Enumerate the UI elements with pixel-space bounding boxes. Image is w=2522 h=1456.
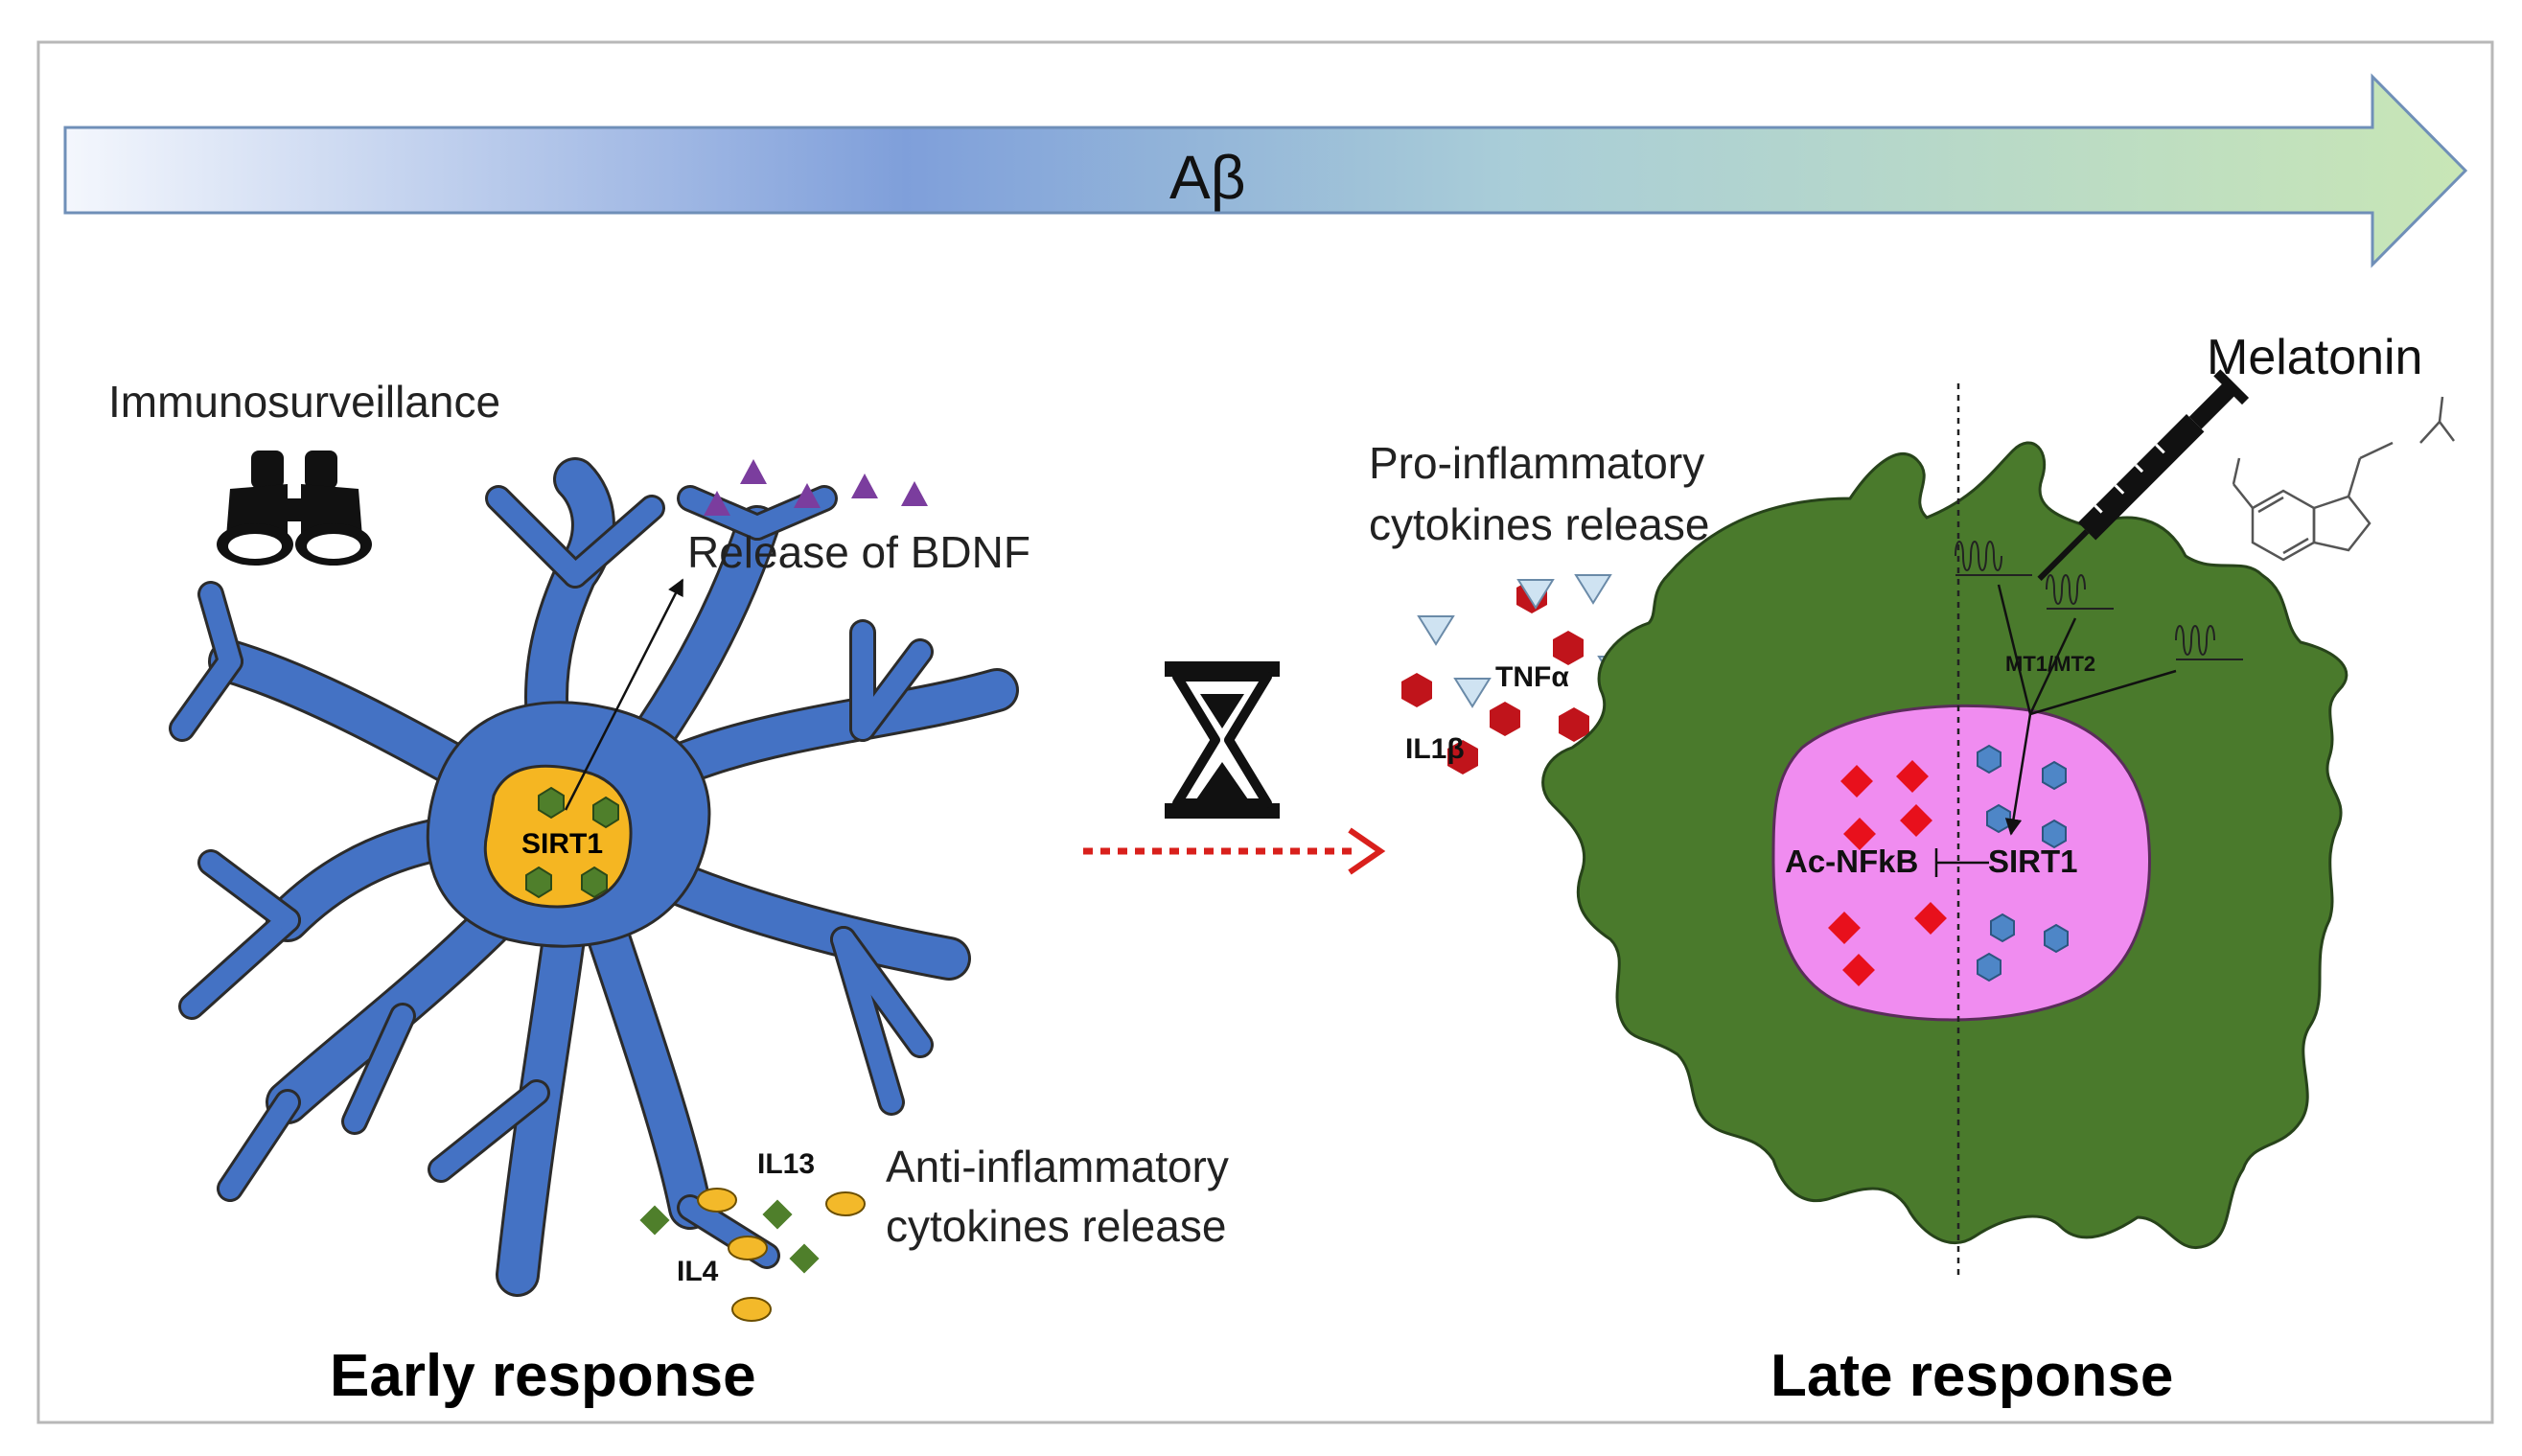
pro-inflammatory-label-line2: cytokines release xyxy=(1369,499,1710,549)
bdnf-triangles xyxy=(704,459,928,516)
abeta-label: Aβ xyxy=(1169,143,1246,212)
sirt1-label-early: SIRT1 xyxy=(521,828,604,860)
syringe-icon xyxy=(2037,369,2250,581)
ac-nfkb-label: Ac-NFkB xyxy=(1785,844,1919,879)
hourglass-icon xyxy=(1165,661,1280,819)
receptor-icon xyxy=(1955,541,2243,660)
anti-inflammatory-label-line2: cytokines release xyxy=(886,1201,1227,1251)
time-progression-arrowhead xyxy=(1348,827,1386,875)
melatonin-structure-icon xyxy=(2232,396,2455,562)
outer-border xyxy=(36,40,2494,1424)
il13-label: IL13 xyxy=(757,1148,816,1180)
immunosurveillance-label: Immunosurveillance xyxy=(108,377,501,427)
mt1-mt2-label: MT1/MT2 xyxy=(2005,652,2096,676)
early-response-title: Early response xyxy=(330,1343,756,1409)
sirt1-markers-early xyxy=(525,786,619,899)
bdnf-release-arrow xyxy=(564,578,684,811)
bdnf-release-label: Release of BDNF xyxy=(687,527,1030,577)
il4-label: IL4 xyxy=(677,1256,719,1287)
tnf-alpha-label: TNFα xyxy=(1495,661,1569,693)
mt-signaling-lines xyxy=(1934,584,2177,877)
abeta-progression-arrow xyxy=(63,73,2468,268)
melatonin-label: Melatonin xyxy=(2207,330,2423,385)
binoculars-icon xyxy=(217,451,372,566)
pro-inflammatory-label-line1: Pro-inflammatory xyxy=(1369,438,1705,488)
anti-inflammatory-label-line1: Anti-inflammatory xyxy=(886,1142,1229,1191)
sirt1-label-late: SIRT1 xyxy=(1988,844,2078,879)
sirt1-markers-late xyxy=(1977,744,2069,982)
late-response-title: Late response xyxy=(1770,1343,2174,1409)
nfkb-diamonds xyxy=(1828,760,1947,986)
il1b-label: IL1β xyxy=(1405,733,1465,765)
